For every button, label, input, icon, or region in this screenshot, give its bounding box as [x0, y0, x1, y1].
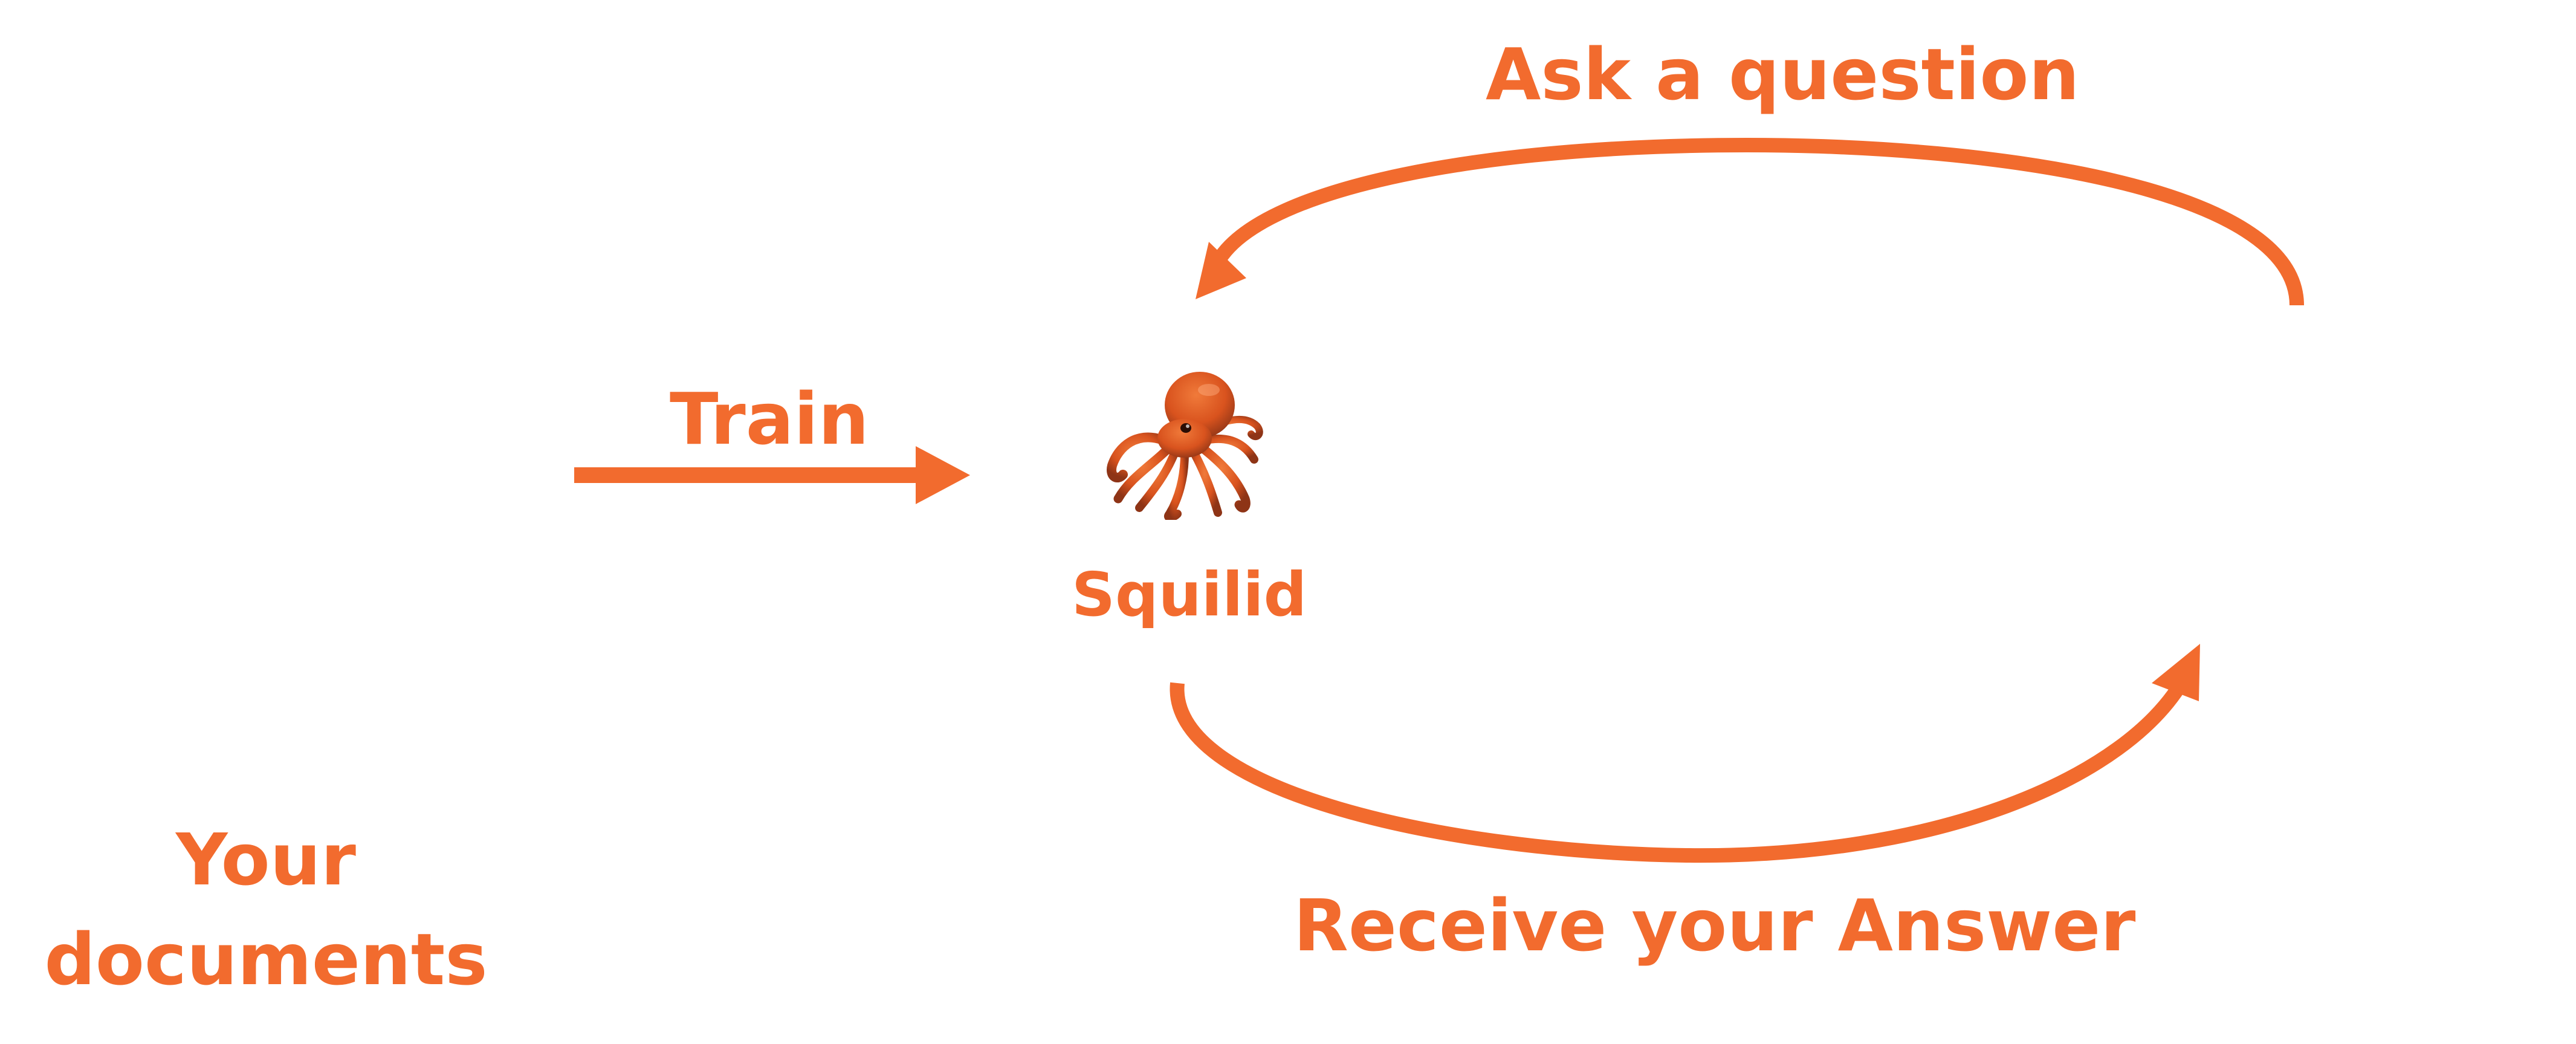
receive-answer-label: Receive your Answer: [1293, 884, 2136, 967]
receive-arrow-head: [2152, 644, 2200, 701]
ask-arrow-path: [1215, 137, 2304, 306]
receive-arrow: [1170, 644, 2200, 863]
octopus-icon: [1107, 372, 1263, 520]
train-arrow-head: [916, 446, 970, 504]
train-arrow: [574, 446, 970, 504]
ask-question-label: Ask a question: [1486, 33, 2080, 116]
receive-arrow-path: [1170, 673, 2192, 863]
train-label: Train: [670, 377, 869, 461]
ask-arrow-head: [1196, 242, 1246, 299]
documents-label: Your documents: [44, 818, 488, 1002]
model-name-label: Squilid: [1072, 559, 1307, 630]
ask-arrow: [1196, 137, 2304, 306]
